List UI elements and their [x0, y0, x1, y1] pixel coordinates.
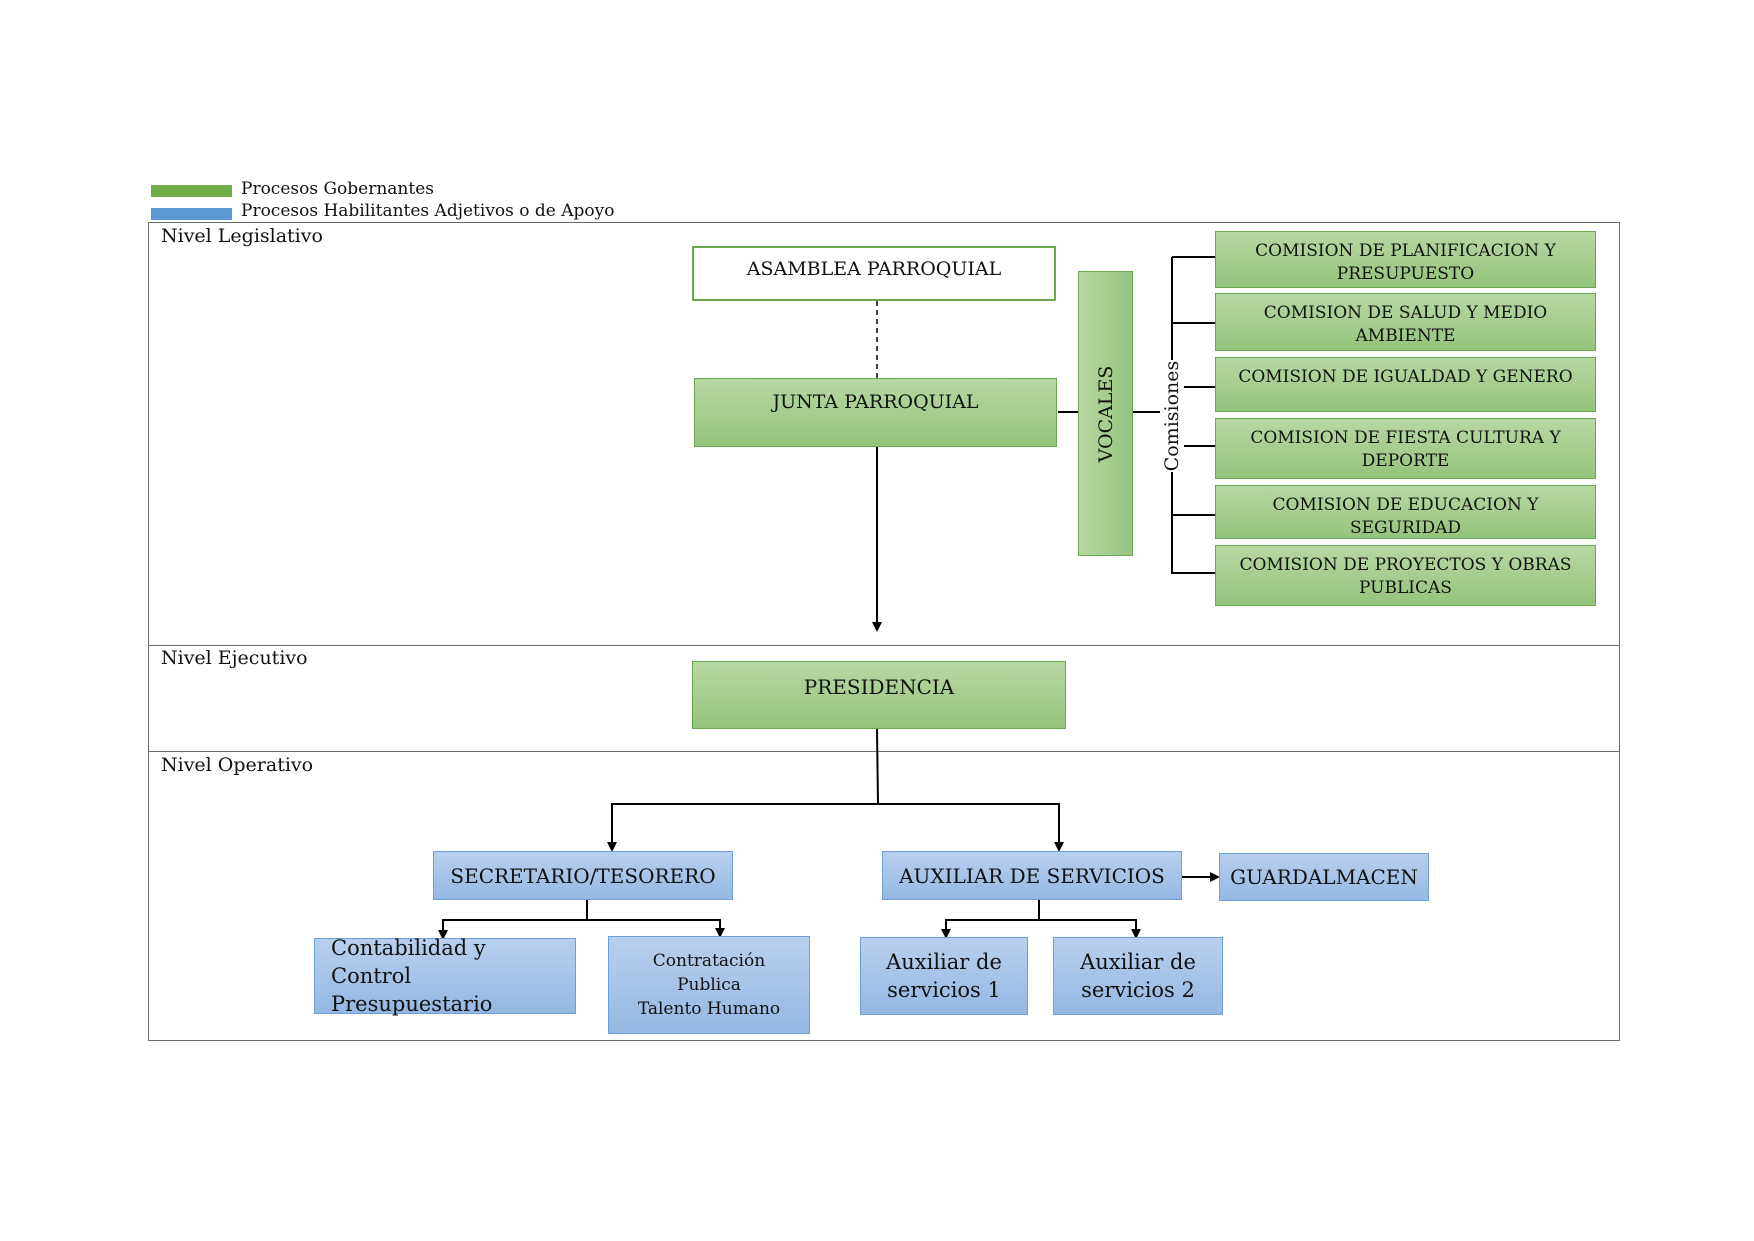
contratacion-line1: Contratación	[652, 951, 766, 971]
level-ejecutivo-label: Nivel Ejecutivo	[161, 647, 308, 669]
comision-planificacion-box: COMISION DE PLANIFICACION Y PRESUPUESTO	[1215, 231, 1596, 288]
secretario-tesorero-label: SECRETARIO/TESORERO	[450, 863, 716, 888]
presidencia-box: PRESIDENCIA	[692, 661, 1066, 729]
comision-proyectos-line2: PUBLICAS	[1359, 578, 1452, 598]
auxiliar-servicios-box: AUXILIAR DE SERVICIOS	[882, 851, 1182, 900]
contabilidad-line1: Contabilidad y Control	[331, 936, 486, 988]
comision-salud-label: COMISION DE SALUD Y MEDIO AMBIENTE	[1263, 303, 1548, 346]
secretario-tesorero-box: SECRETARIO/TESORERO	[433, 851, 733, 900]
comision-planificacion-line1: COMISION DE PLANIFICACION Y	[1255, 241, 1556, 261]
auxiliar-servicios-1-line1: Auxiliar de	[886, 950, 1002, 974]
legend-label-gobernantes: Procesos Gobernantes	[241, 179, 435, 199]
comisiones-label-wrap: Comisiones	[1160, 360, 1184, 472]
junta-parroquial-box: JUNTA PARROQUIAL	[694, 378, 1057, 447]
auxiliar-servicios-2-line2: servicios 2	[1081, 978, 1195, 1002]
comision-proyectos-box: COMISION DE PROYECTOS Y OBRAS PUBLICAS	[1215, 545, 1596, 606]
comision-igualdad-label: COMISION DE IGUALDAD Y GENERO	[1238, 367, 1573, 387]
auxiliar-servicios-label: AUXILIAR DE SERVICIOS	[899, 863, 1165, 888]
asamblea-parroquial-label: ASAMBLEA PARROQUIAL	[746, 258, 1002, 280]
legend-swatch-habilitantes	[151, 208, 232, 220]
legend-label-habilitantes: Procesos Habilitantes Adjetivos o de Apo…	[241, 201, 615, 221]
asamblea-parroquial-box: ASAMBLEA PARROQUIAL	[692, 246, 1056, 301]
level-legislativo-label: Nivel Legislativo	[161, 225, 323, 247]
comision-planificacion-line2: PRESUPUESTO	[1336, 264, 1475, 284]
comision-educacion-box: COMISION DE EDUCACION Y SEGURIDAD	[1215, 485, 1596, 539]
junta-parroquial-label: JUNTA PARROQUIAL	[772, 391, 979, 413]
comision-fiesta-line1: COMISION DE FIESTA CULTURA Y	[1250, 428, 1561, 448]
comision-educacion-label: COMISION DE EDUCACION Y SEGURIDAD	[1272, 495, 1539, 538]
vocales-box: VOCALES	[1078, 271, 1133, 556]
contratacion-line2: Publica	[677, 975, 741, 995]
contratacion-line3: Talento Humano	[637, 999, 781, 1019]
comisiones-label: Comisiones	[1161, 360, 1183, 472]
guardalmacen-box: GUARDALMACEN	[1219, 853, 1429, 901]
contabilidad-line2: Presupuestario	[331, 992, 493, 1016]
comision-fiesta-line2: DEPORTE	[1361, 451, 1450, 471]
comision-proyectos-line1: COMISION DE PROYECTOS Y OBRAS	[1239, 555, 1572, 575]
presidencia-label: PRESIDENCIA	[803, 675, 955, 699]
vocales-label: VOCALES	[1094, 365, 1117, 462]
level-operativo-frame	[148, 751, 1620, 1041]
auxiliar-servicios-2-line1: Auxiliar de	[1080, 950, 1196, 974]
auxiliar-servicios-1-line2: servicios 1	[887, 978, 1001, 1002]
comision-fiesta-box: COMISION DE FIESTA CULTURA Y DEPORTE	[1215, 418, 1596, 479]
auxiliar-servicios-2-box: Auxiliar de servicios 2	[1053, 937, 1223, 1015]
comision-igualdad-box: COMISION DE IGUALDAD Y GENERO	[1215, 357, 1596, 412]
legend-swatch-gobernantes	[151, 185, 232, 197]
level-operativo-label: Nivel Operativo	[161, 754, 314, 776]
comision-salud-box: COMISION DE SALUD Y MEDIO AMBIENTE	[1215, 293, 1596, 351]
guardalmacen-label: GUARDALMACEN	[1230, 865, 1418, 889]
auxiliar-servicios-1-box: Auxiliar de servicios 1	[860, 937, 1028, 1015]
